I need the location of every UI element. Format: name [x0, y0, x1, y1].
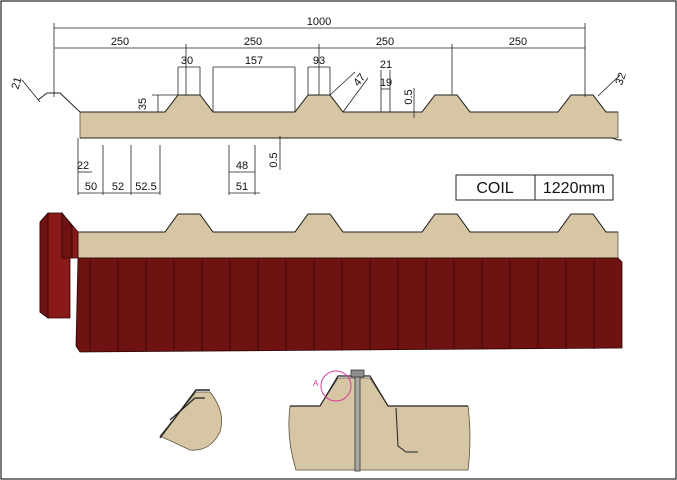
dim-end-rib-right: 32 [613, 71, 628, 87]
dim-skin-top: 0.5 [403, 89, 415, 104]
dim-bottom-c: 52 [112, 181, 124, 193]
detail-left [159, 389, 223, 451]
dim-pitch-4: 250 [509, 36, 527, 48]
coil-label: COIL [476, 180, 513, 197]
dimension-labels-top: 1000 250 250 250 250 30 157 93 47 21 19 … [10, 16, 629, 110]
dim-pitch-3: 250 [376, 36, 394, 48]
panel-bottom-face [75, 257, 623, 353]
dim-micro-b: 19 [380, 77, 392, 89]
screw-icon [354, 375, 361, 472]
dim-bottom-b: 50 [85, 181, 97, 193]
dim-micro-a: 21 [380, 59, 392, 71]
dimension-lines-bottom [77, 136, 281, 195]
dim-pitch-1: 250 [111, 36, 129, 48]
dim-total-width: 1000 [307, 16, 331, 28]
detail-marker-label: A [313, 379, 319, 388]
dim-rib-height: 35 [137, 98, 149, 110]
dim-bottom-a: 22 [77, 160, 89, 172]
bottom-skin-line [80, 137, 622, 141]
dim-bottom-e: 48 [236, 160, 248, 172]
detail-right: A [288, 369, 471, 472]
dim-rib-top: 30 [181, 55, 193, 67]
dim-valley: 157 [245, 55, 263, 67]
coil-value: 1220mm [543, 180, 605, 197]
dim-rib-base: 93 [313, 55, 325, 67]
detail-marker-circle [320, 370, 352, 402]
dim-pitch-2: 250 [244, 36, 262, 48]
dimension-labels-bottom: 22 50 52 52.5 48 51 0.5 [77, 152, 280, 193]
panel-3d-view [39, 211, 623, 353]
dim-skin-bottom: 0.5 [268, 152, 280, 167]
coil-table: COIL 1220mm [455, 174, 614, 201]
dimension-lines-top [21, 23, 621, 118]
dim-bottom-f: 51 [236, 181, 248, 193]
dim-bottom-d: 52.5 [135, 181, 156, 193]
panel-ribs [89, 260, 595, 351]
dim-end-rib: 21 [10, 76, 25, 91]
